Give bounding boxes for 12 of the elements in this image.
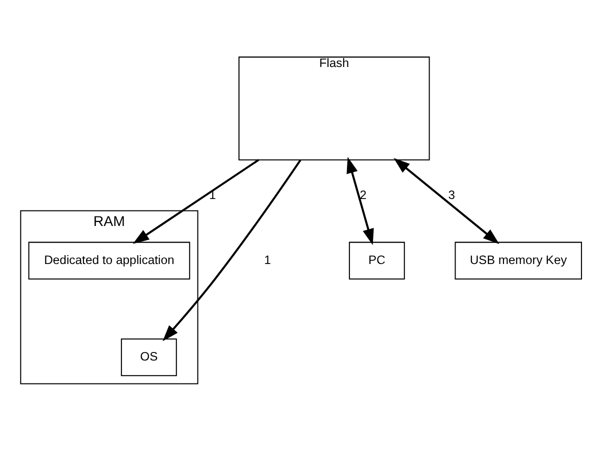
node-box: Dedicated to application — [28, 242, 190, 280]
node-box: PC — [348, 242, 405, 280]
node-box: USB memory Key — [454, 242, 582, 280]
node-box: Flash — [238, 56, 430, 160]
edge-label: 1 — [264, 252, 271, 267]
edge-label: 2 — [360, 188, 367, 202]
arrow — [162, 160, 302, 342]
arrow — [394, 158, 500, 244]
arrow — [346, 156, 374, 246]
node-box: OS — [120, 338, 177, 376]
arrow — [132, 159, 260, 244]
edge-label: 3 — [448, 188, 456, 202]
